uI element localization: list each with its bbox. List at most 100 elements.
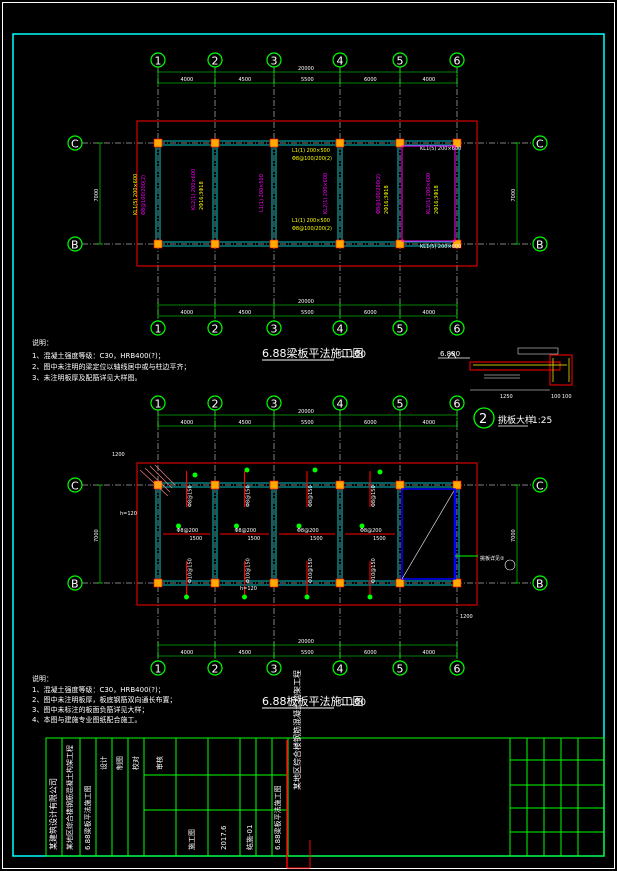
- slab-marker-bottom: [184, 594, 189, 600]
- plan2-note-4: 4、本图与建施专业图纸配合施工。: [32, 715, 141, 724]
- beam-label-kl2: KL2(1) 200×600: [191, 169, 197, 210]
- axis-bubble: [67, 477, 83, 493]
- axis-number: 1: [155, 398, 162, 411]
- rebar-length: 1500: [373, 536, 386, 542]
- axis-letter: C: [536, 480, 544, 493]
- axis-bubble: [449, 395, 465, 411]
- axis-number: 5: [397, 663, 404, 676]
- plan2-scale: 1:100: [340, 698, 366, 708]
- axis-number: 3: [271, 323, 278, 336]
- rebar-label: Φ8@200: [297, 528, 319, 534]
- slab-marker-bottom: [304, 594, 310, 600]
- plan1-note-2: 2、图中未注明的梁定位以轴线居中或与柱边平齐；: [32, 362, 190, 371]
- axis-number: 1: [155, 663, 162, 676]
- detail-dim-2: 100: [551, 394, 561, 400]
- dim-span: 4000: [181, 77, 194, 83]
- axis-number: 5: [397, 55, 404, 68]
- plan2-note-2: 2、图中未注明板厚，板底钢筋双向通长布置；: [32, 695, 176, 704]
- axis-bubble: [332, 320, 348, 336]
- plan1-title: 6.88梁板平法施工图: [262, 346, 364, 360]
- axis-bubble: [67, 236, 83, 252]
- tb-project-2: 某地区综合楼钢筋混凝土构架工程: [292, 670, 302, 790]
- dim-span: 4000: [181, 420, 194, 426]
- detail-title: 挑板大样: [498, 414, 534, 426]
- detail-number-circle: [473, 407, 495, 429]
- axis-bubble: [150, 320, 166, 336]
- dim-depth: 7000: [511, 529, 517, 542]
- axis-bubble: [67, 135, 83, 151]
- column: [395, 578, 405, 588]
- dim-bottom-right: 1200: [460, 614, 473, 620]
- slab-outline: [136, 120, 478, 267]
- beam-label-top: L1(1) 200×500: [292, 148, 330, 154]
- column: [335, 138, 345, 148]
- slab-marker-bottom: [242, 594, 247, 600]
- rebar-length: 1500: [310, 536, 323, 542]
- title-block: 某建筑设计有限公司 某地区综合楼钢筋混凝土构架工程 6.88梁板平法施工图 设计…: [45, 670, 605, 869]
- rebar-label-bottom: Φ10@150: [308, 558, 314, 583]
- beam-label-right-bottom: KL1(5) 200×600: [420, 244, 461, 250]
- tb-drawing-name-2: 6.88梁板平法施工图: [273, 785, 282, 850]
- axis-number: 5: [397, 398, 404, 411]
- tb-number: 结施-01: [245, 825, 254, 850]
- beam-label-kl2-b: KL2(1) 200×600: [323, 173, 329, 214]
- detail-number: 2: [479, 412, 487, 427]
- axis-letter: B: [71, 239, 79, 252]
- column: [269, 578, 279, 588]
- dim-total: 20000: [298, 66, 314, 72]
- axis-bubble: [332, 52, 348, 68]
- axis-bubble: [449, 320, 465, 336]
- rebar-label-top: Φ8@150: [246, 485, 252, 507]
- detail-dim-1: 1250: [500, 394, 513, 400]
- axis-bubble: [332, 395, 348, 411]
- dim-span: 5500: [301, 650, 314, 656]
- axis-number: 5: [397, 323, 404, 336]
- dim-overhang: 1200: [112, 452, 125, 458]
- beam-label-reinf-c: 2Φ16;3Φ18: [434, 185, 440, 214]
- beam-label-bottom-2: Φ8@100/200(2): [292, 226, 332, 232]
- beam-label-kl2-c: KL2(1) 200×600: [426, 173, 432, 214]
- tb-stage: 施工图: [187, 829, 196, 850]
- beam-label-top-2: Φ8@100/200(2): [292, 156, 332, 162]
- rebar-label-top: Φ8@150: [371, 485, 377, 507]
- slab-marker: [176, 523, 181, 529]
- axis-bubble: [449, 660, 465, 676]
- rebar-label: Φ8@200: [235, 528, 257, 534]
- plan2-notes-heading: 说明：: [32, 674, 53, 683]
- axis-bubble: [266, 395, 282, 411]
- axis-bubble: [449, 52, 465, 68]
- column: [452, 480, 462, 490]
- axis-bubble: [266, 320, 282, 336]
- beam-highlight: [401, 145, 456, 242]
- axis-bubble: [266, 52, 282, 68]
- beam-label-bottom: L1(1) 200×500: [292, 218, 330, 224]
- dim-total: 20000: [298, 299, 314, 305]
- axis-number: 3: [271, 398, 278, 411]
- axis-letter: C: [536, 138, 544, 151]
- column: [269, 239, 279, 249]
- dim-span: 6000: [364, 77, 377, 83]
- beam-label-kl1: KL1(5) 200×600: [133, 174, 139, 215]
- column: [335, 480, 345, 490]
- dim-span: 6000: [364, 420, 377, 426]
- dim-span: 4000: [181, 650, 194, 656]
- column: [210, 578, 220, 588]
- rebar-label-top: Φ8@150: [308, 485, 314, 507]
- dim-span: 4500: [239, 310, 252, 316]
- rebar-length: 1500: [248, 536, 261, 542]
- slab-marker-top: [192, 472, 198, 478]
- dim-span: 5500: [301, 420, 314, 426]
- column: [335, 578, 345, 588]
- axis-number: 6: [454, 398, 461, 411]
- axis-letter: B: [536, 239, 544, 252]
- dim-span: 4500: [239, 650, 252, 656]
- dim-span: 4500: [239, 77, 252, 83]
- rebar-length: 1500: [190, 536, 203, 542]
- tb-project: 某地区综合楼钢筋混凝土构架工程: [65, 745, 74, 850]
- axis-bubble: [207, 395, 223, 411]
- tb-designer-label: 设计: [99, 756, 108, 770]
- tb-date: 2017.6: [220, 825, 228, 850]
